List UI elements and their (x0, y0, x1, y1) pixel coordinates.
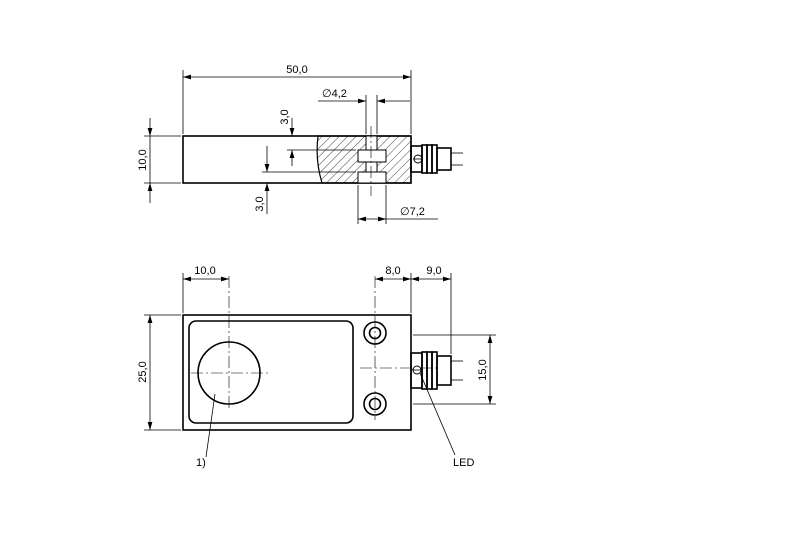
led-label: LED (453, 457, 474, 469)
dim-connector-length: 9,0 (426, 265, 441, 277)
dim-bottom-offset: 3,0 (254, 196, 266, 211)
dim-height-10: 10,0 (137, 149, 149, 170)
dim-hole-pitch: 8,0 (385, 265, 400, 277)
side-view: 50,0 ∅4,2 10,0 3,0 3,0 ∅7,2 (137, 64, 463, 224)
dim-face-width: 10,0 (194, 265, 215, 277)
dim-top-offset: 3,0 (279, 109, 291, 124)
side-counterbore-top (357, 149, 387, 163)
top-view: 10,0 8,0 9,0 25,0 15,0 1) LED (137, 265, 496, 469)
side-counterbore-bottom (357, 171, 387, 184)
note-marker-1: 1) (196, 457, 206, 469)
dim-length-50: 50,0 (286, 64, 307, 76)
top-connector (410, 351, 463, 390)
side-connector (410, 144, 463, 174)
dim-bore-diameter: ∅4,2 (322, 88, 347, 100)
top-body-outline (182, 314, 412, 431)
dim-width-25: 25,0 (137, 361, 149, 382)
dim-counterbore-diameter: ∅7,2 (400, 206, 425, 218)
dim-connector-height: 15,0 (477, 359, 489, 380)
top-sensing-face (188, 320, 354, 424)
